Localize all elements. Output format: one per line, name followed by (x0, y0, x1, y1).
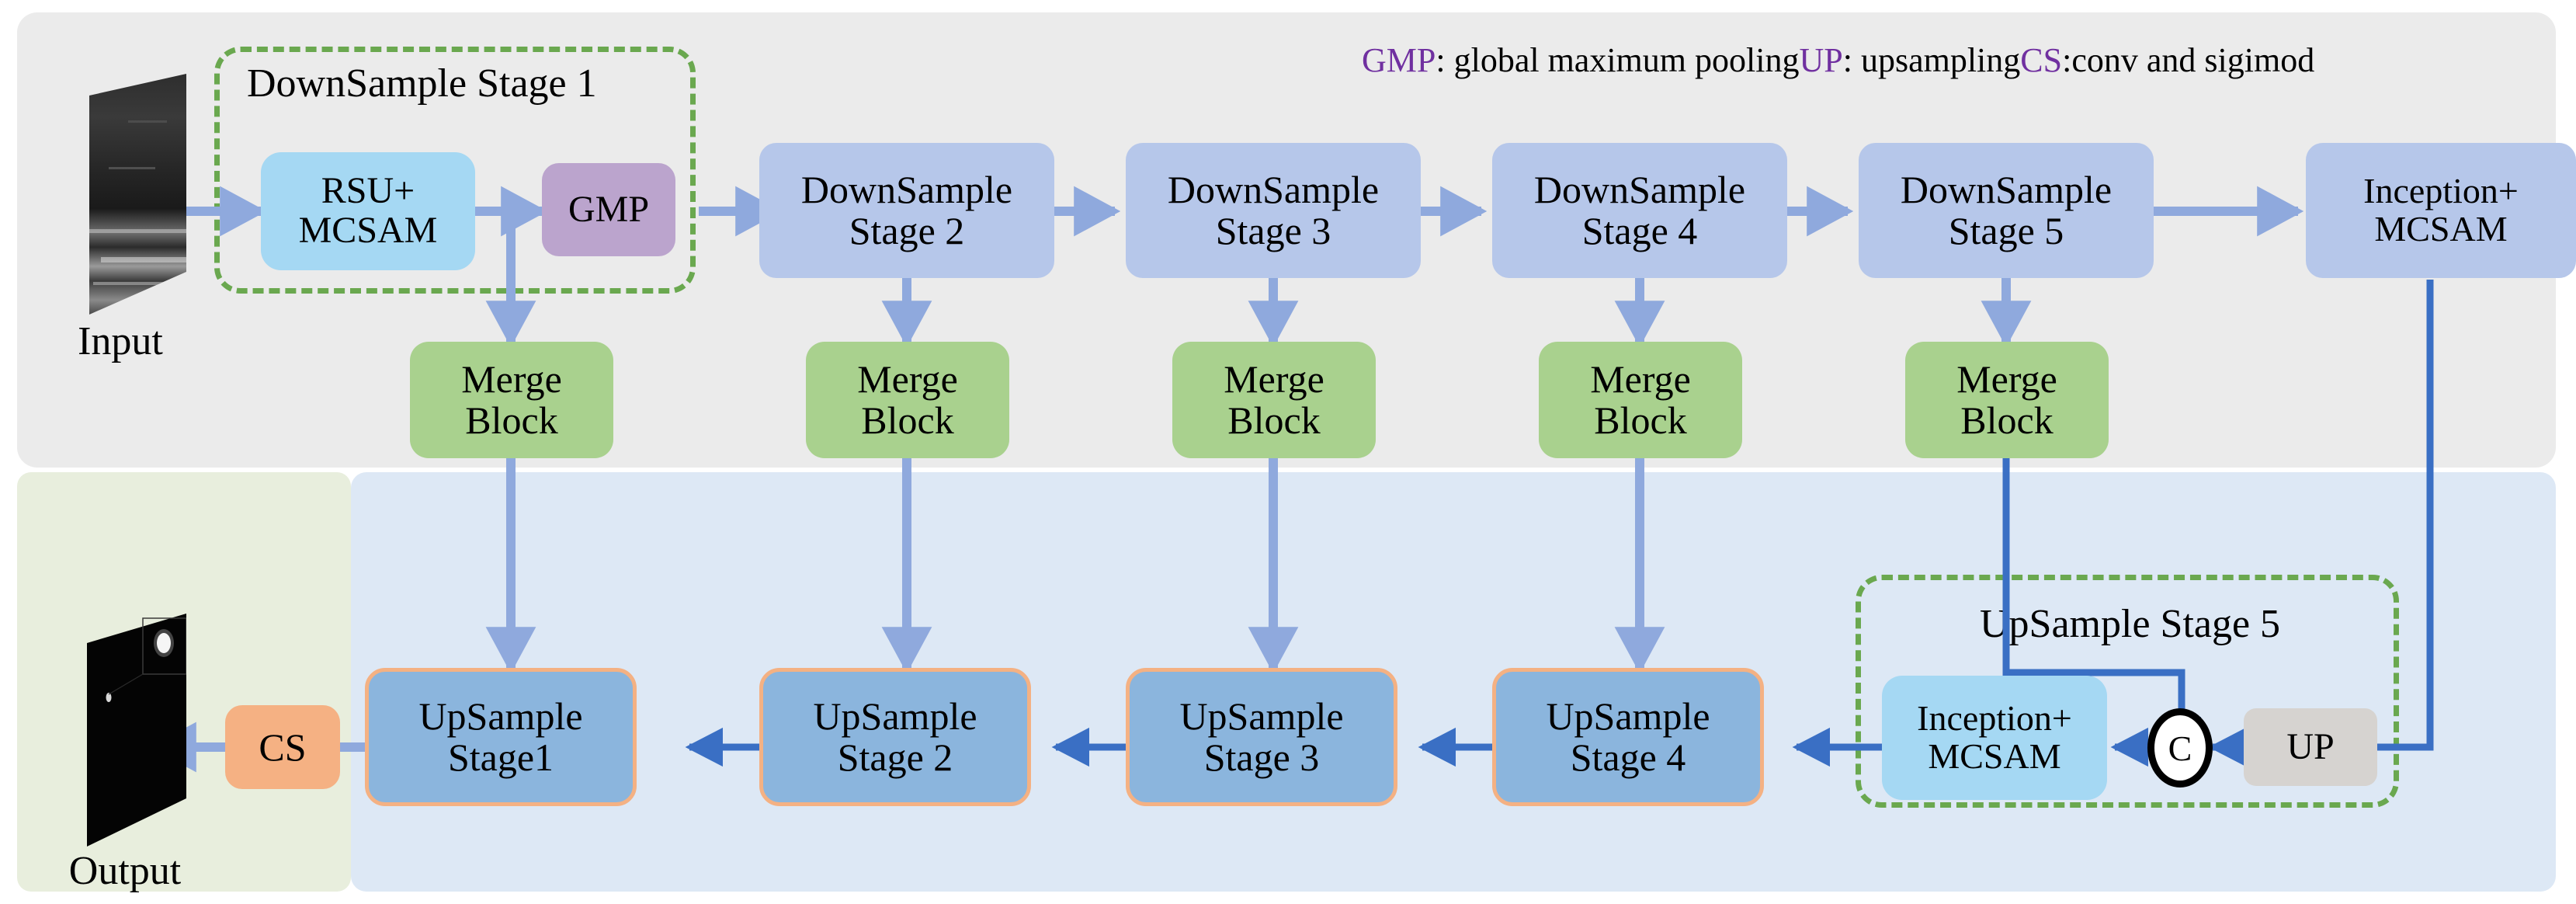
cs-block[interactable]: CS (225, 705, 340, 789)
us4-line1: UpSample (1546, 694, 1710, 738)
legend-up-abbr: UP (1799, 41, 1843, 79)
decoder-incep-line2: MCSAM (1928, 736, 2061, 776)
concat-label: C (2168, 728, 2192, 768)
merge4-line2: Block (1594, 398, 1687, 442)
us4-line2: Stage 4 (1570, 735, 1686, 779)
merge1-line2: Block (465, 398, 558, 442)
cs-label: CS (259, 725, 307, 769)
up-label: UP (2286, 725, 2335, 767)
legend-gmp-text: : global maximum pooling (1436, 41, 1800, 79)
us3-line1: UpSample (1179, 694, 1344, 738)
decoder-incep-line1: Inception+ (1917, 698, 2072, 739)
ds4-line2: Stage 4 (1581, 209, 1698, 252)
us2-line2: Stage 2 (837, 735, 953, 779)
input-label: Input (78, 319, 163, 363)
ds5-line2: Stage 5 (1948, 209, 2064, 252)
us1-line1: UpSample (418, 694, 583, 738)
legend-cs-abbr: CS (2020, 41, 2063, 79)
concat-node[interactable]: C (2147, 708, 2213, 788)
legend-gmp-abbr: GMP (1362, 41, 1436, 79)
gmp-label: GMP (568, 188, 650, 230)
upsample-stage5-group (1856, 575, 2399, 808)
downsample-stage1-group-label: DownSample Stage 1 (247, 61, 597, 106)
bottleneck-line2: MCSAM (2374, 209, 2508, 249)
output-image (62, 614, 187, 847)
downsample-stage1-group (214, 47, 696, 294)
rsu-line1: RSU+ (321, 170, 415, 212)
ds5-line1: DownSample (1900, 168, 2113, 211)
merge4-line1: Merge (1590, 357, 1691, 401)
ds3-line1: DownSample (1167, 168, 1380, 211)
merge5-line1: Merge (1956, 357, 2057, 401)
link-bottleneck-to-up (2321, 280, 2434, 767)
bottleneck-line1: Inception+ (2363, 171, 2519, 211)
rsu-line2: MCSAM (298, 210, 438, 251)
ds2-line1: DownSample (800, 168, 1013, 211)
merge1-line1: Merge (461, 357, 562, 401)
us2-line1: UpSample (813, 694, 977, 738)
merge5-line2: Block (1960, 398, 2054, 442)
legend: GMP: global maximum poolingUP: upsamplin… (1362, 40, 2314, 80)
up-block[interactable]: UP (2244, 708, 2377, 786)
gmp-block[interactable]: GMP (542, 163, 675, 256)
output-label: Output (68, 849, 182, 893)
input-image (54, 74, 186, 315)
merge2-line1: Merge (857, 357, 958, 401)
rsu-mcsam-block[interactable]: RSU+MCSAM (261, 152, 475, 270)
merge2-line2: Block (861, 398, 954, 442)
legend-up-text: : upsampling (1842, 41, 2021, 79)
decoder-panel (351, 472, 2556, 892)
ds2-line2: Stage 2 (849, 209, 965, 252)
us3-line2: Stage 3 (1203, 735, 1320, 779)
ds4-line1: DownSample (1533, 168, 1746, 211)
merge3-line2: Block (1227, 398, 1321, 442)
us1-line2: Stage1 (447, 735, 554, 779)
encoder-bottleneck-inception-mcsam[interactable]: Inception+MCSAM (2306, 143, 2576, 278)
legend-cs-text: :conv and sigimod (2062, 41, 2315, 79)
ds3-line2: Stage 3 (1215, 209, 1331, 252)
upsample-stage5-group-label: UpSample Stage 5 (1980, 602, 2281, 646)
merge3-line1: Merge (1224, 357, 1324, 401)
decoder-inception-mcsam[interactable]: Inception+MCSAM (1882, 676, 2107, 800)
